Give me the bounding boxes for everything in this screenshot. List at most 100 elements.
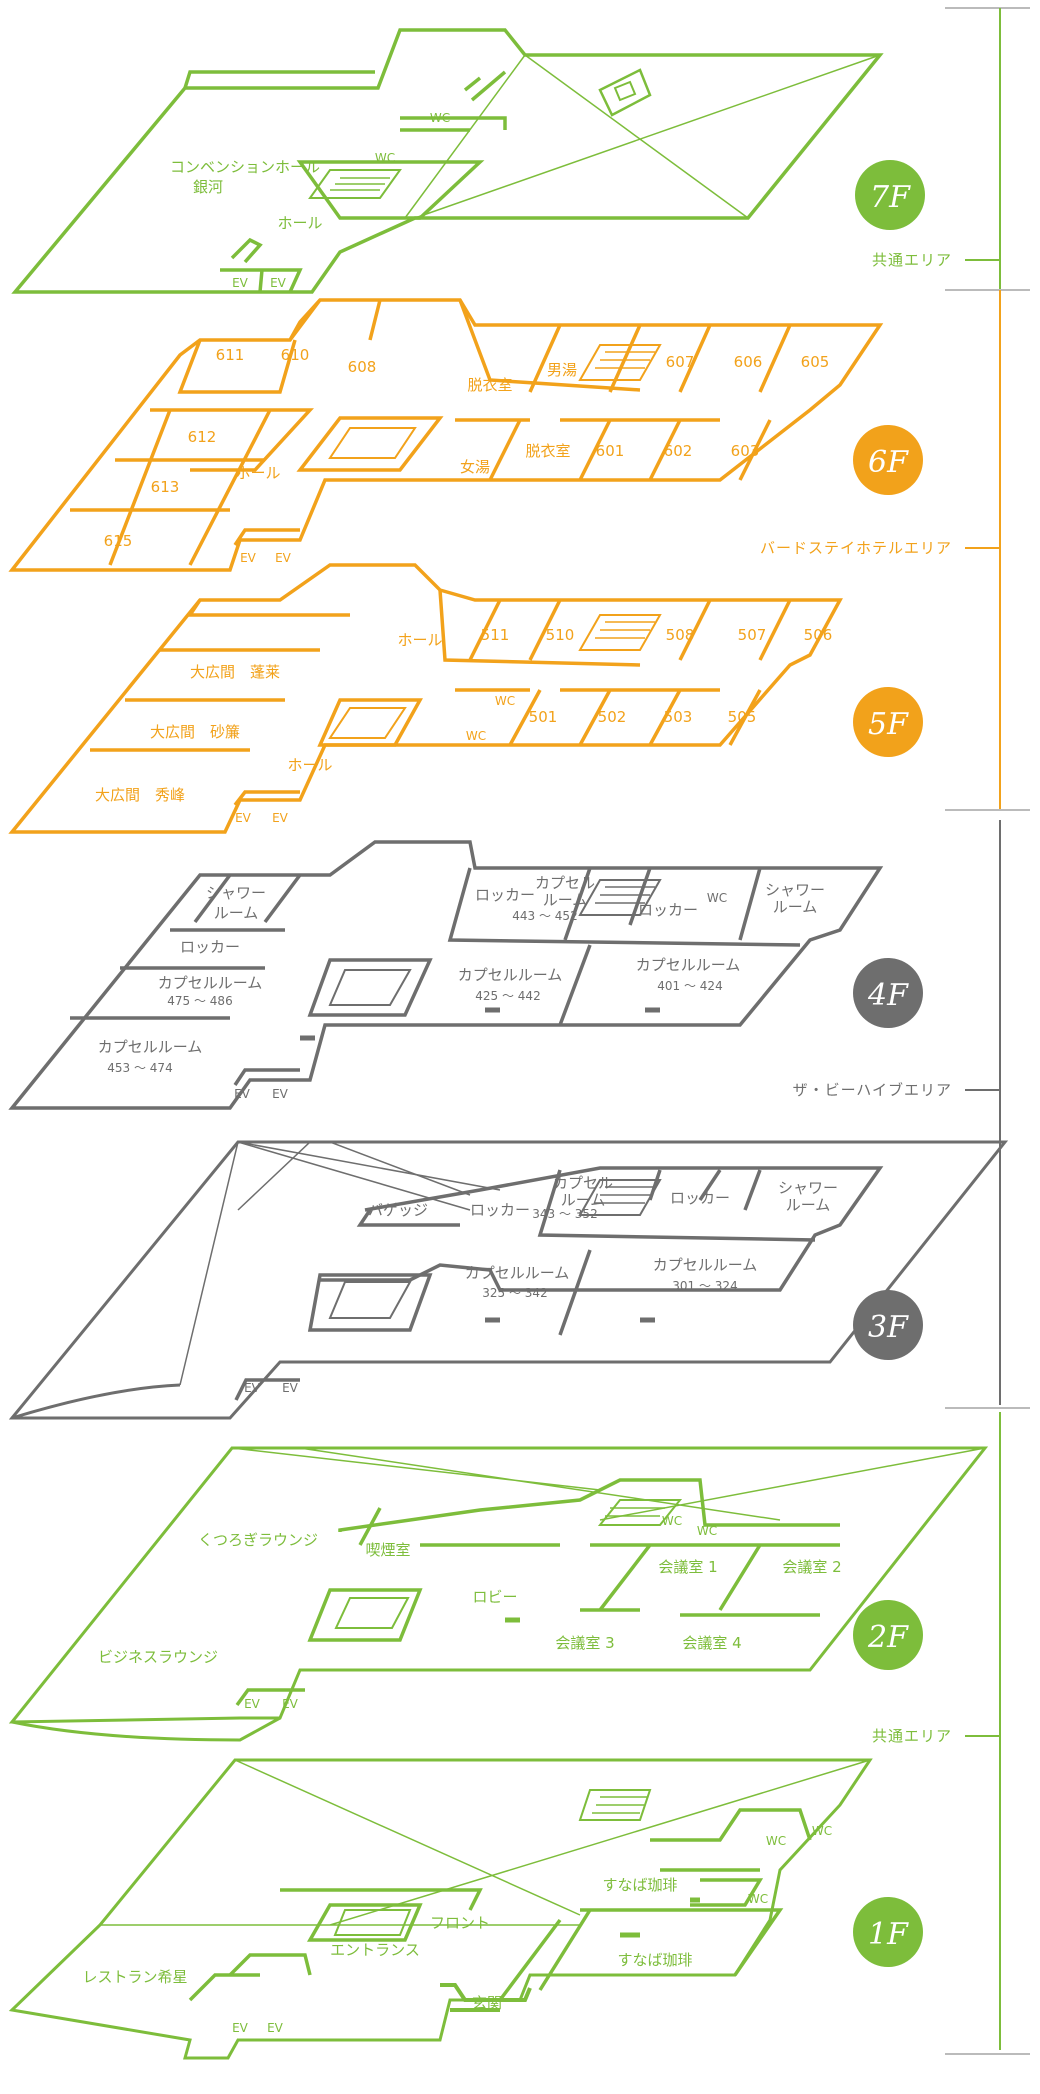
svg-text:3F: 3F [868, 1310, 909, 1345]
room-3f-cap301n: 301 ～ 324 [672, 1279, 737, 1293]
room-1f-ev1: EV [232, 2021, 249, 2035]
room-1f-wc1: WC [766, 1834, 786, 1848]
room-1f-sunaba1: すなば珈琲 [602, 1876, 677, 1894]
svg-text:6F: 6F [868, 445, 909, 480]
room-3f-capc: 343 ～ 352 [532, 1207, 597, 1221]
room-horai: 大広間 蓬莱 [190, 663, 280, 681]
room-conv: コンベンションホール [170, 158, 320, 176]
room-5f-hall1: ホール [397, 631, 442, 649]
room-605: 605 [801, 353, 830, 371]
room-shuho: 大広間 秀峰 [95, 786, 185, 804]
room-510: 510 [546, 626, 575, 644]
room-1f-restaurant: レストラン希星 [82, 1968, 187, 1986]
room-4f-cap475: カプセルルーム [158, 974, 263, 992]
room-sanren: 大広間 砂簾 [150, 723, 240, 741]
room-2f-kutsurogi: くつろぎラウンジ [198, 1531, 318, 1549]
area-label-common-top: 共通エリア [872, 251, 952, 269]
room-2f-wc2: WC [697, 1524, 717, 1538]
svg-text:4F: 4F [867, 978, 909, 1013]
room-4f-locker3: ロッカー [638, 901, 698, 919]
floor-badge-4f: 4F [853, 958, 923, 1028]
room-511: 511 [481, 626, 510, 644]
svg-text:2F: 2F [867, 1620, 909, 1655]
room-611: 611 [216, 346, 245, 364]
area-label-common-bottom: 共通エリア [872, 1727, 952, 1745]
room-6f-ev2: EV [275, 551, 292, 565]
room-4f-ev1: EV [234, 1087, 251, 1101]
room-503: 503 [664, 708, 693, 726]
room-wc1: WC [430, 111, 450, 125]
room-4f-capc: 443 ～ 452 [512, 909, 577, 923]
room-506: 506 [804, 626, 833, 644]
room-4f-shower2a: シャワー [765, 881, 825, 899]
room-datsui2: 脱衣室 [525, 442, 570, 460]
room-4f-cap475n: 475 ～ 486 [167, 994, 232, 1008]
room-4f-cap425: カプセルルーム [458, 966, 563, 984]
room-502: 502 [598, 708, 627, 726]
room-606: 606 [734, 353, 763, 371]
room-4f-shower1a: シャワー [206, 884, 266, 902]
floor-badge-3f: 3F [853, 1290, 923, 1360]
area-label-bird-stay: バードステイホテルエリア [760, 539, 952, 557]
floor-1f [8, 1758, 873, 2060]
room-612: 612 [188, 428, 217, 446]
room-1f-front: フロント [430, 1914, 490, 1932]
room-2f-business: ビジネスラウンジ [98, 1648, 218, 1666]
room-1f-entrance: エントランス [330, 1941, 420, 1959]
room-5f-ev2: EV [272, 811, 289, 825]
room-2f-kaigi2: 会議室 2 [782, 1558, 841, 1576]
room-5f-wc1: WC [495, 694, 515, 708]
room-507: 507 [738, 626, 767, 644]
room-2f-kitsuen: 喫煙室 [365, 1541, 410, 1559]
svg-text:1F: 1F [868, 1917, 909, 1952]
room-1f-ev2: EV [267, 2021, 284, 2035]
room-602: 602 [664, 442, 693, 460]
floor-5f [8, 563, 843, 834]
room-2f-kaigi4: 会議室 4 [682, 1634, 741, 1652]
room-610: 610 [281, 346, 310, 364]
floor-2f [8, 1446, 989, 1742]
room-6f-hall: ホール [235, 464, 280, 482]
room-3f-locker2: ロッカー [670, 1189, 730, 1207]
room-3f-capb: ルーム [561, 1191, 606, 1209]
floor-7f [11, 28, 884, 294]
room-hall: ホール [277, 214, 322, 232]
room-otoko: 男湯 [547, 361, 577, 379]
floor-badge-2f: 2F [853, 1600, 923, 1670]
room-3f-capa: カプセル [553, 1174, 613, 1192]
room-3f-ev2: EV [282, 1381, 299, 1395]
area-label-bee-hive: ザ・ビーハイブエリア [793, 1081, 952, 1099]
room-2f-wc1: WC [662, 1514, 682, 1528]
room-4f-shower2b: ルーム [773, 898, 818, 916]
floor-badge-6f: 6F [853, 425, 923, 495]
room-4f-cap401n: 401 ～ 424 [657, 979, 722, 993]
room-608: 608 [348, 358, 377, 376]
room-4f-locker2: ロッカー [475, 886, 535, 904]
room-ginga: 銀河 [193, 178, 223, 196]
floor-6f [8, 298, 884, 572]
room-4f-cap425n: 425 ～ 442 [475, 989, 540, 1003]
room-1f-genkan: 玄関 [472, 1994, 502, 2012]
room-4f-capb: ルーム [543, 891, 588, 909]
room-4f-ev2: EV [272, 1087, 289, 1101]
room-501: 501 [529, 708, 558, 726]
room-3f-shower2: ルーム [786, 1196, 831, 1214]
room-3f-cap325n: 325 ～ 342 [482, 1286, 547, 1300]
floor-badge-1f: 1F [853, 1897, 923, 1967]
room-508: 508 [666, 626, 695, 644]
room-3f-shower1: シャワー [778, 1179, 838, 1197]
room-2f-kaigi1: 会議室 1 [658, 1558, 717, 1576]
room-3f-baggage: バゲッジ [368, 1201, 428, 1219]
room-4f-locker1: ロッカー [180, 938, 240, 956]
floor-4f [8, 840, 884, 1110]
room-4f-cap401: カプセルルーム [636, 956, 741, 974]
room-ev1: EV [232, 276, 249, 290]
room-3f-locker1: ロッカー [470, 1201, 530, 1219]
room-4f-cap453: カプセルルーム [98, 1038, 203, 1056]
room-615: 615 [104, 532, 133, 550]
svg-text:7F: 7F [870, 180, 911, 215]
room-2f-kaigi3: 会議室 3 [555, 1634, 614, 1652]
svg-text:5F: 5F [868, 707, 909, 742]
room-ev2: EV [270, 276, 287, 290]
